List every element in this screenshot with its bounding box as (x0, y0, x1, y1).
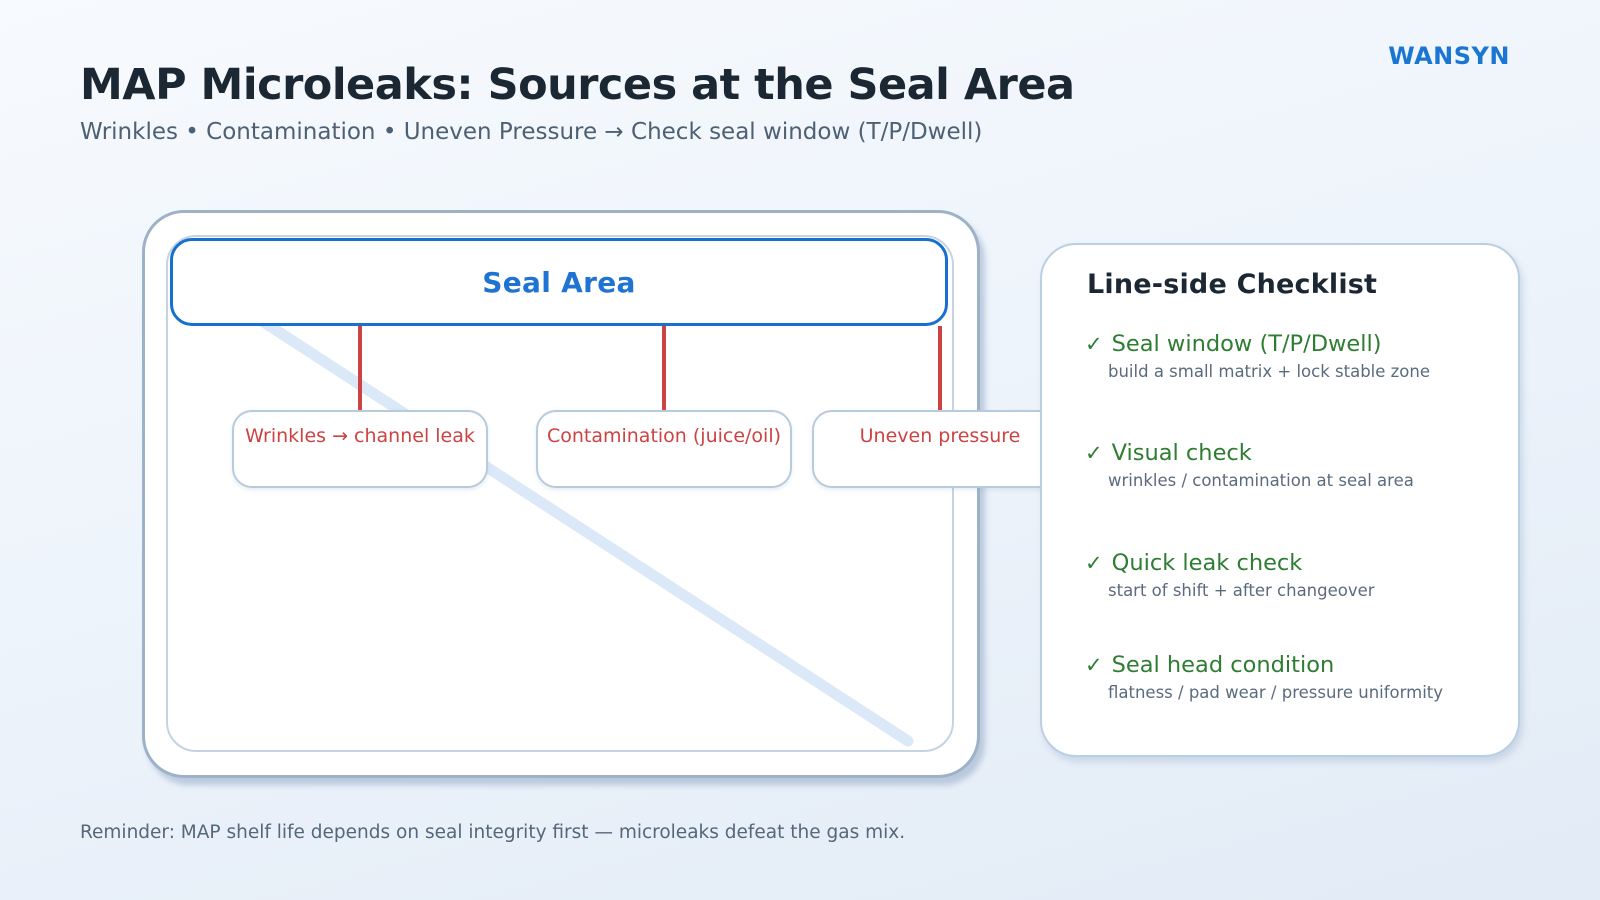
cause-label: Wrinkles → channel leak (245, 425, 475, 447)
checklist-item-detail: flatness / pad wear / pressure uniformit… (1108, 683, 1444, 702)
checklist-item-detail: wrinkles / contamination at seal area (1108, 471, 1414, 490)
checklist-title: Line-side Checklist (1087, 269, 1378, 300)
cause-box-contamination: Contamination (juice/oil) (536, 410, 792, 488)
checklist-panel: Line-side Checklist ✓ Seal window (T/P/Dw… (1040, 243, 1520, 757)
cause-box-uneven-pressure: Uneven pressure (812, 410, 1068, 488)
cause-label: Contamination (juice/oil) (546, 425, 782, 447)
page-subtitle: Wrinkles • Contamination • Uneven Pressu… (80, 119, 983, 145)
checklist-item-detail: build a small matrix + lock stable zone (1108, 362, 1431, 381)
check-icon: ✓ (1085, 551, 1103, 575)
cause-box-wrinkles: Wrinkles → channel leak (232, 410, 488, 488)
checklist-item-label: Seal window (T/P/Dwell) (1111, 331, 1382, 357)
cause-label: Uneven pressure (859, 425, 1021, 447)
leak-connector-line (938, 326, 942, 410)
tray-inner-outline (166, 235, 954, 752)
check-icon: ✓ (1085, 332, 1103, 356)
leak-connector-line (358, 326, 362, 410)
check-icon: ✓ (1085, 653, 1103, 677)
brand-logo: WANSYN (1388, 42, 1510, 70)
leak-connector-line (662, 326, 666, 410)
checklist-item-label: Quick leak check (1111, 550, 1303, 576)
seal-area-box: Seal Area (170, 238, 948, 326)
seal-area-label: Seal Area (482, 265, 636, 299)
checklist-item-label: Seal head condition (1111, 652, 1335, 678)
check-icon: ✓ (1085, 441, 1103, 465)
reminder-note: Reminder: MAP shelf life depends on seal… (80, 822, 906, 843)
checklist-item-detail: start of shift + after changeover (1108, 581, 1375, 600)
checklist-item-label: Visual check (1111, 440, 1252, 466)
page-title: MAP Microleaks: Sources at the Seal Area (80, 60, 1075, 110)
